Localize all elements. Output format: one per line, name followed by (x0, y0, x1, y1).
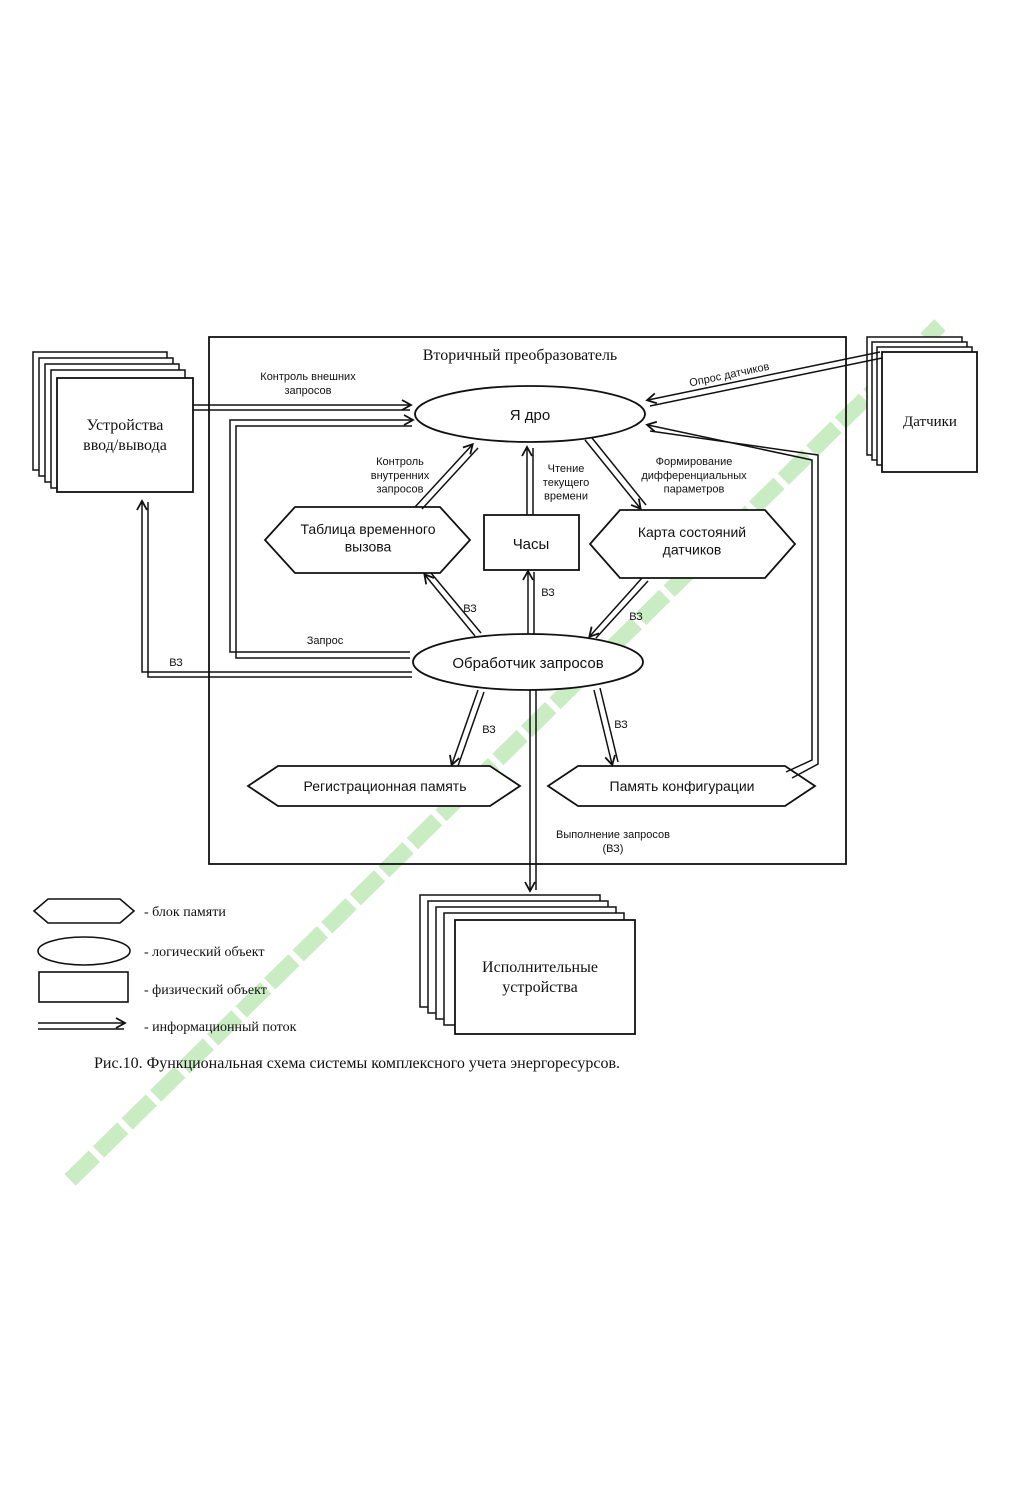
flow-core-to-map (584, 439, 642, 511)
legend-item-logical: - логический объект (144, 945, 264, 960)
label-bz-map: ВЗ (629, 611, 643, 623)
text-line: параметров (664, 484, 725, 496)
legend-ellipse-icon (37, 936, 131, 966)
label-int-requests: Контроль внутренних запросов (371, 456, 430, 496)
text-line: Чтение (548, 463, 585, 475)
text-line: устройства (502, 979, 577, 996)
flow-handler-to-reg (449, 689, 479, 767)
flow-handler-to-table (423, 572, 476, 637)
text-line: внутренних (371, 470, 430, 482)
label-bz-reg: ВЗ (482, 724, 496, 736)
text-line: Контроль внешних (260, 371, 356, 383)
text-line: Таблица временного (300, 521, 435, 537)
legend-item-memory: - блок памяти (144, 905, 226, 920)
actuators-stack: Исполнительные устройства (419, 894, 636, 1035)
flow-sensors-to-core (645, 351, 881, 405)
flow-map-to-handler (588, 577, 643, 639)
text-line: Карта состояний (638, 524, 746, 540)
legend-rect-icon (38, 971, 129, 1003)
label-bz-io: ВЗ (169, 657, 183, 669)
watermark (64, 319, 946, 1186)
flow-table-to-core (414, 442, 474, 508)
label-sensor-poll: Опрос датчиков (688, 361, 770, 390)
time-table-label: Таблица временного вызова (300, 521, 435, 555)
text-line: текущего (543, 477, 589, 489)
label-ext-requests: Контроль внешних запросов (260, 371, 356, 397)
text-line: Устройства (87, 417, 164, 434)
secondary-converter-frame (208, 336, 847, 865)
text-line: Выполнение запросов (556, 829, 670, 841)
label-diff-params: Формирование дифференциальных параметров (641, 456, 747, 496)
core-label: Я дро (510, 407, 550, 424)
text-line: запросов (285, 385, 332, 397)
clock-label: Часы (513, 536, 550, 553)
sensors-stack: Датчики (866, 336, 978, 473)
text-line: ввод/вывода (83, 437, 167, 454)
text-line: Контроль (376, 456, 424, 468)
legend-arrow-icon (38, 1017, 127, 1030)
io-devices-stack: Устройства ввод/вывода (32, 351, 194, 493)
flow-request-loop (229, 414, 415, 653)
text-line: Исполнительные (482, 959, 598, 976)
label-bz-config: ВЗ (614, 719, 628, 731)
legend: - блок памяти - логический объект - физи… (32, 898, 297, 1035)
clock-box (483, 514, 580, 571)
legend-item-flow: - информационный поток (144, 1020, 297, 1035)
legend-item-physical: - физический объект (144, 983, 267, 998)
text-line: запросов (377, 484, 424, 496)
text-line: Формирование (656, 456, 733, 468)
legend-hexagon-icon (32, 898, 136, 924)
flow-handler-to-config (593, 689, 616, 767)
label-read-time: Чтение текущего времени (543, 463, 589, 503)
label-request: Запрос (307, 635, 344, 647)
request-handler-label: Обработчик запросов (452, 655, 603, 672)
label-bz-table: ВЗ (463, 603, 477, 615)
information-flows (136, 351, 883, 893)
reg-memory-hexagon (246, 765, 522, 807)
label-bz-clock: ВЗ (541, 587, 555, 599)
core-ellipse (414, 385, 646, 443)
flow-handler-to-io (136, 499, 412, 673)
text-line: времени (544, 491, 588, 503)
label-execute: Выполнение запросов (ВЗ) (556, 829, 670, 855)
reg-memory-label: Регистрационная память (303, 778, 466, 794)
text-line: вызова (345, 539, 392, 555)
config-memory-label: Память конфигурации (610, 778, 755, 794)
config-memory-hexagon (546, 765, 817, 807)
text-line: дифференциальных (641, 470, 747, 482)
sensor-map-hexagon (588, 509, 797, 579)
frame-title: Вторичный преобразователь (423, 347, 617, 364)
figure-caption: Рис.10. Функциональная схема системы ком… (94, 1055, 620, 1072)
time-table-hexagon (263, 506, 472, 574)
text-line: датчиков (663, 542, 722, 558)
text-line: (ВЗ) (603, 843, 624, 855)
sensors-label: Датчики (903, 414, 957, 430)
io-devices-label: Устройства ввод/вывода (83, 417, 167, 454)
sensor-map-label: Карта состояний датчиков (638, 524, 746, 558)
actuators-label: Исполнительные устройства (482, 959, 598, 996)
